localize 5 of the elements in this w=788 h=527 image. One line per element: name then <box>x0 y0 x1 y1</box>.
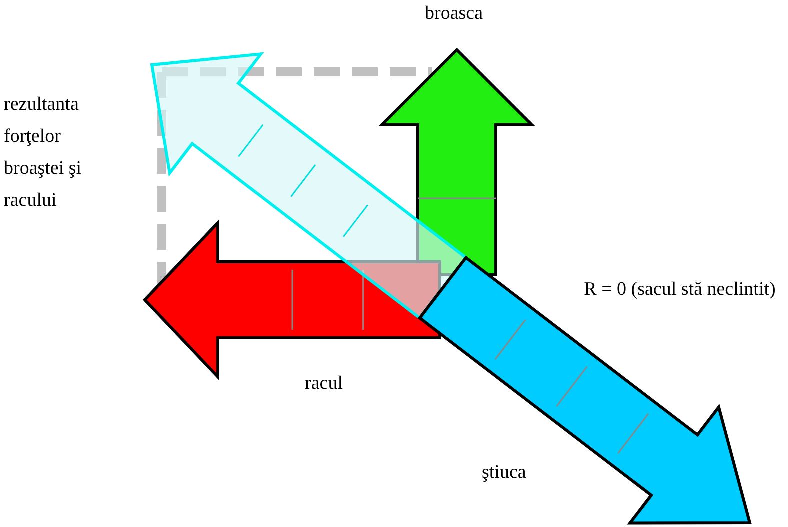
annotation-text: R = 0 (sacul stă neclintit) <box>583 278 777 302</box>
annotation-text: racul <box>305 372 344 396</box>
annotation-text: broasca <box>425 2 484 26</box>
annotation-text: rezultanta forţelor broaştei şi racului <box>4 93 83 213</box>
annotation-text: ştiuca <box>482 461 528 485</box>
